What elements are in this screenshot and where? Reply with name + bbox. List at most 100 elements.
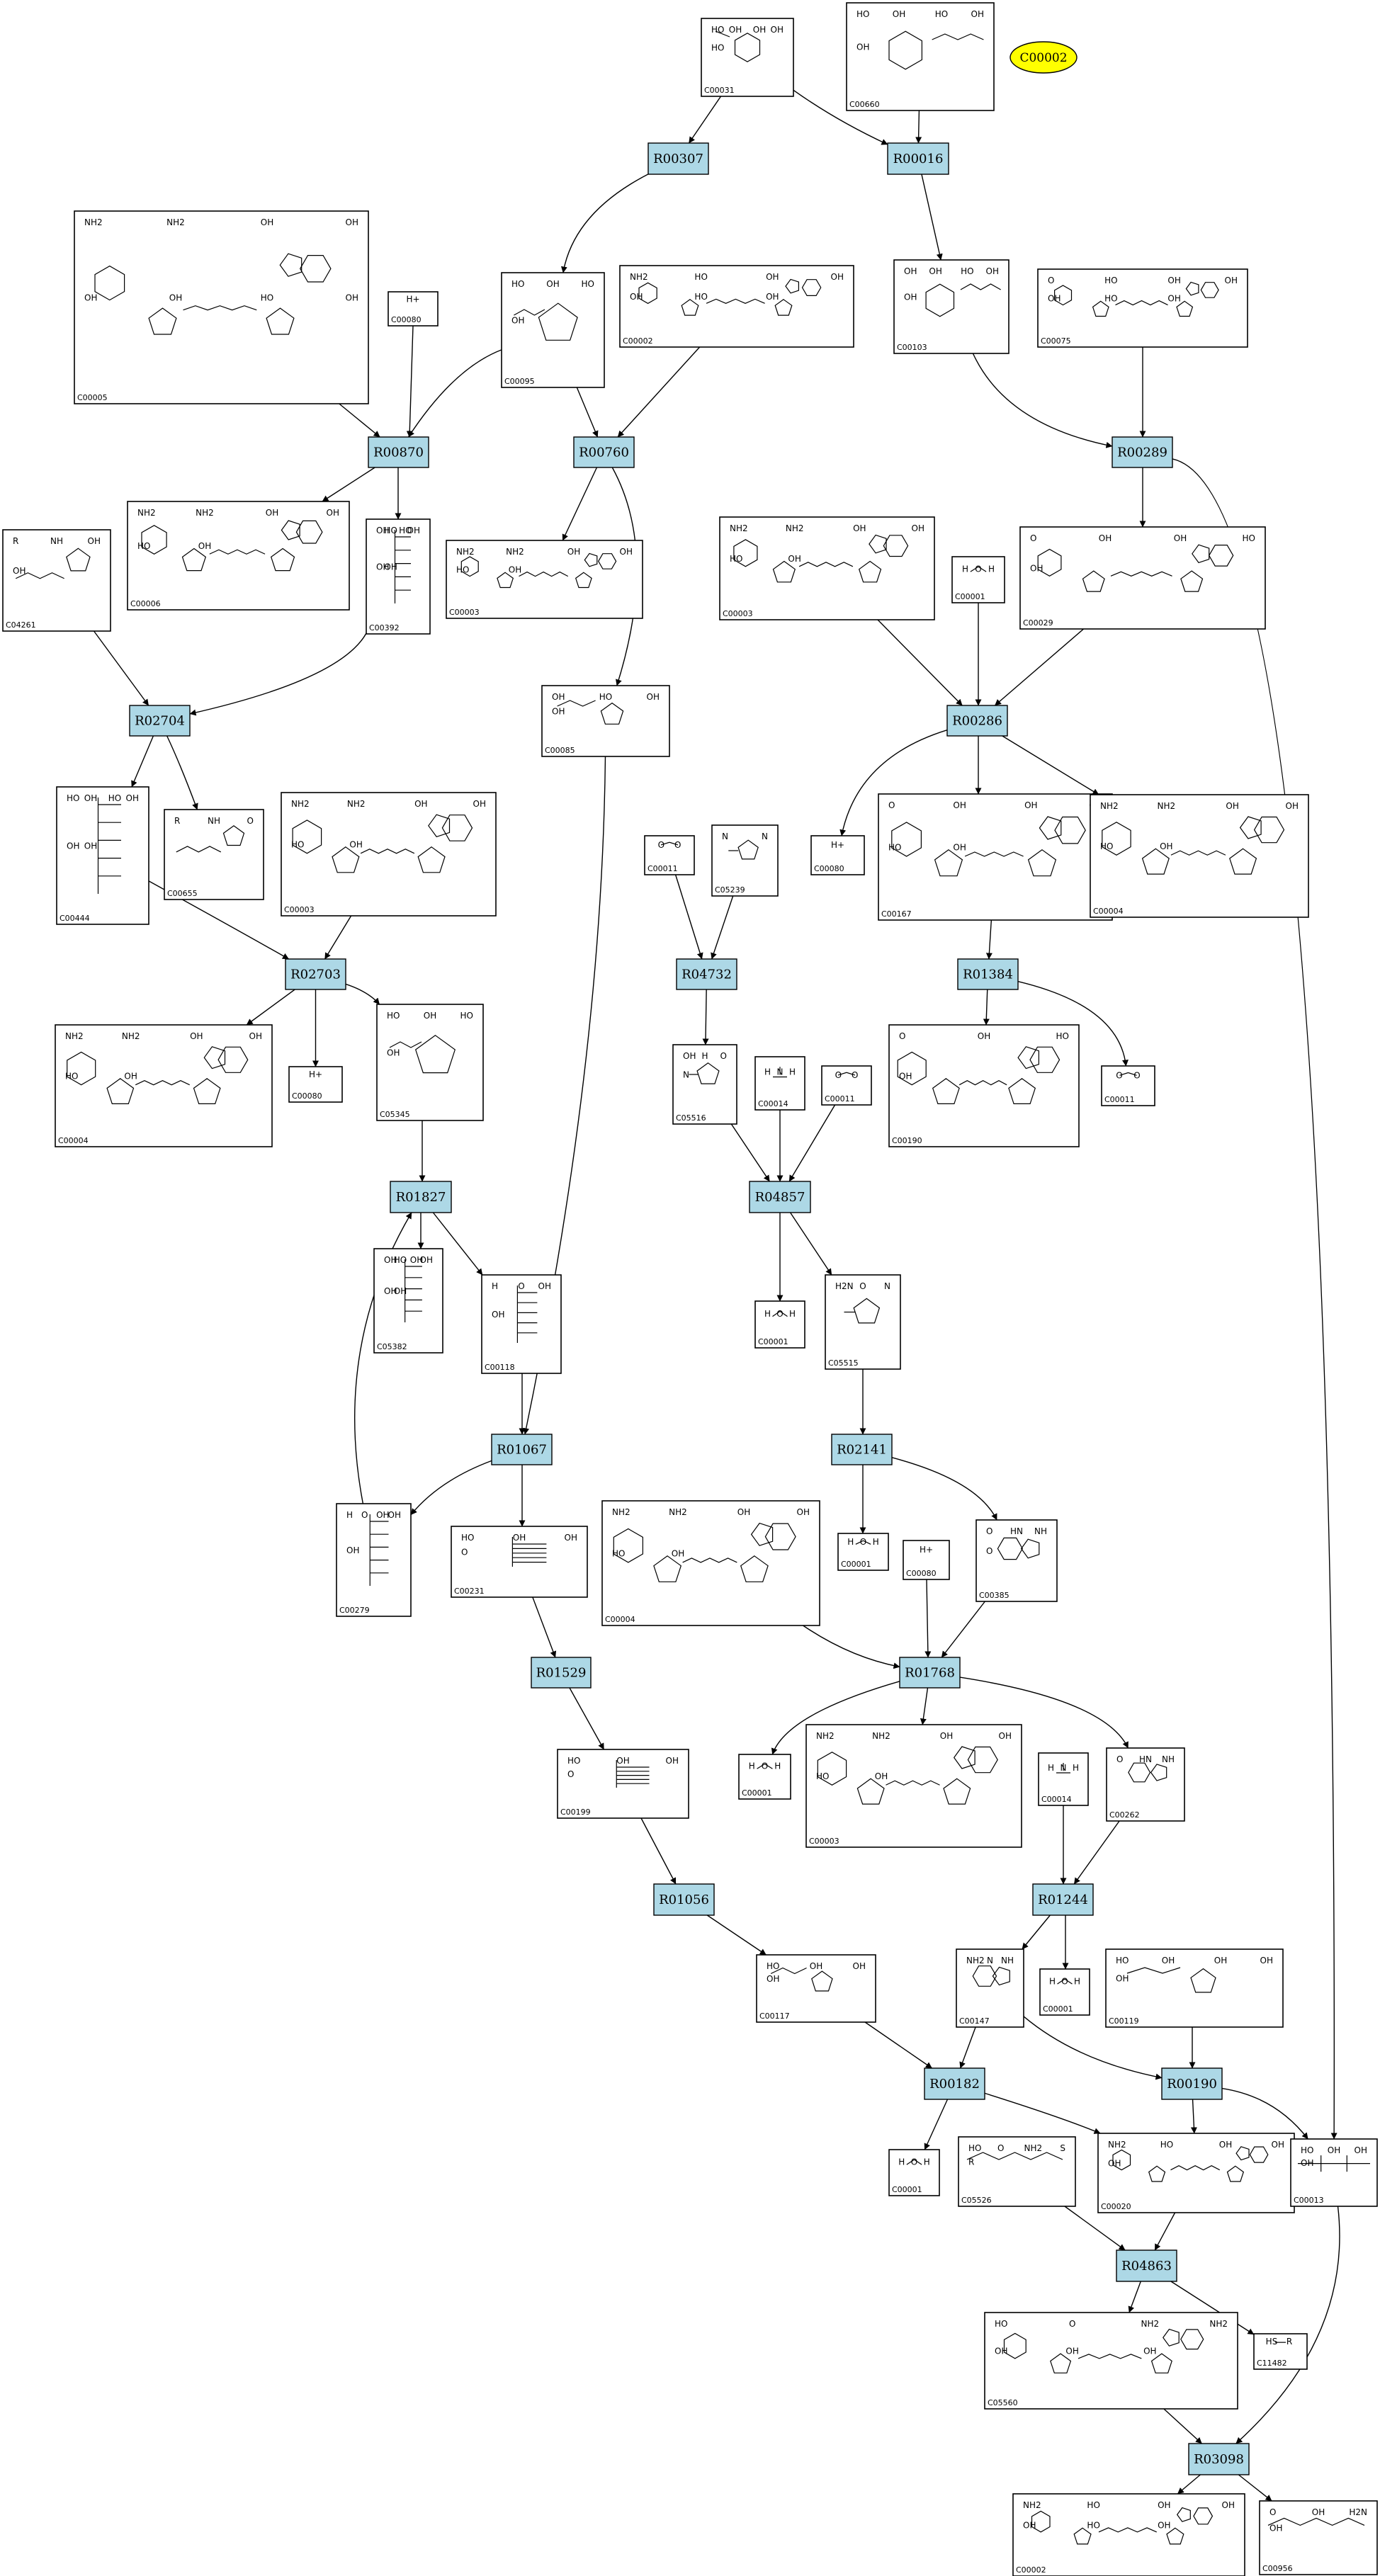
- reaction-r02703[interactable]: R02703: [285, 958, 346, 990]
- compound-box[interactable]: [1097, 2133, 1295, 2213]
- compound-box[interactable]: [501, 272, 605, 388]
- compound-c00080c[interactable]: H+C00080: [288, 1066, 343, 1103]
- reaction-box[interactable]: [285, 958, 346, 990]
- compound-box[interactable]: [446, 540, 643, 619]
- compound-box[interactable]: [55, 1024, 273, 1147]
- reaction-box[interactable]: [749, 1181, 811, 1213]
- compound-box[interactable]: [74, 210, 369, 404]
- compound-box[interactable]: [958, 2136, 1076, 2207]
- reaction-box[interactable]: [647, 142, 709, 175]
- reaction-box[interactable]: [129, 705, 191, 737]
- reaction-r01768[interactable]: R01768: [899, 1657, 961, 1689]
- compound-box[interactable]: [1253, 2333, 1308, 2370]
- reaction-r00307[interactable]: R00307: [647, 142, 709, 175]
- compound-box[interactable]: [619, 265, 854, 348]
- compound-box[interactable]: [388, 291, 439, 327]
- compound-box[interactable]: [903, 1540, 950, 1580]
- compound-c00080a[interactable]: H+C00080: [388, 291, 439, 327]
- compound-box[interactable]: [481, 1274, 562, 1374]
- compound-box[interactable]: [1101, 1065, 1155, 1106]
- compound-box[interactable]: [878, 793, 1113, 921]
- compound-box[interactable]: [601, 1500, 820, 1626]
- reaction-r00182[interactable]: R00182: [924, 2067, 985, 2100]
- compound-box[interactable]: [888, 2149, 940, 2196]
- reaction-r02141[interactable]: R02141: [831, 1434, 893, 1465]
- reaction-box[interactable]: [887, 142, 949, 175]
- compound-box[interactable]: [711, 824, 779, 897]
- compound-box[interactable]: [805, 1724, 1022, 1848]
- compound-c00167[interactable]: OOHOHOHHOOHC00167: [878, 793, 1113, 921]
- compound-box[interactable]: [719, 516, 935, 620]
- compound-box[interactable]: [754, 1300, 805, 1349]
- reaction-r00289[interactable]: R00289: [1112, 436, 1173, 468]
- compound-box[interactable]: [1012, 2493, 1245, 2576]
- reaction-r00190[interactable]: R00190: [1161, 2067, 1223, 2100]
- reaction-r00016[interactable]: R00016: [887, 142, 949, 175]
- compound-box[interactable]: [956, 1948, 1024, 2028]
- reaction-box[interactable]: [1032, 1883, 1094, 1916]
- compound-box[interactable]: [810, 835, 865, 875]
- reaction-r01827[interactable]: R01827: [390, 1181, 452, 1213]
- reaction-box[interactable]: [1161, 2067, 1223, 2100]
- compound-box[interactable]: [1090, 794, 1309, 918]
- compound-box[interactable]: [644, 835, 695, 875]
- compound-box[interactable]: [893, 259, 1009, 354]
- reaction-r01529[interactable]: R01529: [531, 1657, 592, 1689]
- compound-box[interactable]: [281, 792, 497, 917]
- compound-box[interactable]: [1037, 268, 1248, 348]
- reaction-box[interactable]: [899, 1657, 961, 1689]
- compound-box[interactable]: [56, 786, 149, 925]
- reaction-r01067[interactable]: R01067: [491, 1434, 553, 1465]
- reaction-box[interactable]: [1188, 2443, 1250, 2475]
- reaction-box[interactable]: [957, 958, 1019, 990]
- compound-box[interactable]: [1038, 1752, 1089, 1806]
- compound-c00080d[interactable]: H+C00080: [903, 1540, 950, 1580]
- compound-box[interactable]: [951, 556, 1005, 603]
- compound-box[interactable]: [541, 685, 670, 757]
- reaction-box[interactable]: [676, 958, 737, 990]
- reaction-r01056[interactable]: R01056: [653, 1883, 715, 1916]
- compound-box[interactable]: [754, 1056, 805, 1111]
- compound-box[interactable]: [846, 2, 995, 111]
- compound-box[interactable]: [738, 1754, 791, 1800]
- reaction-box[interactable]: [573, 436, 635, 468]
- reaction-box[interactable]: [390, 1181, 452, 1213]
- reaction-box[interactable]: [491, 1434, 553, 1465]
- reaction-box[interactable]: [924, 2067, 985, 2100]
